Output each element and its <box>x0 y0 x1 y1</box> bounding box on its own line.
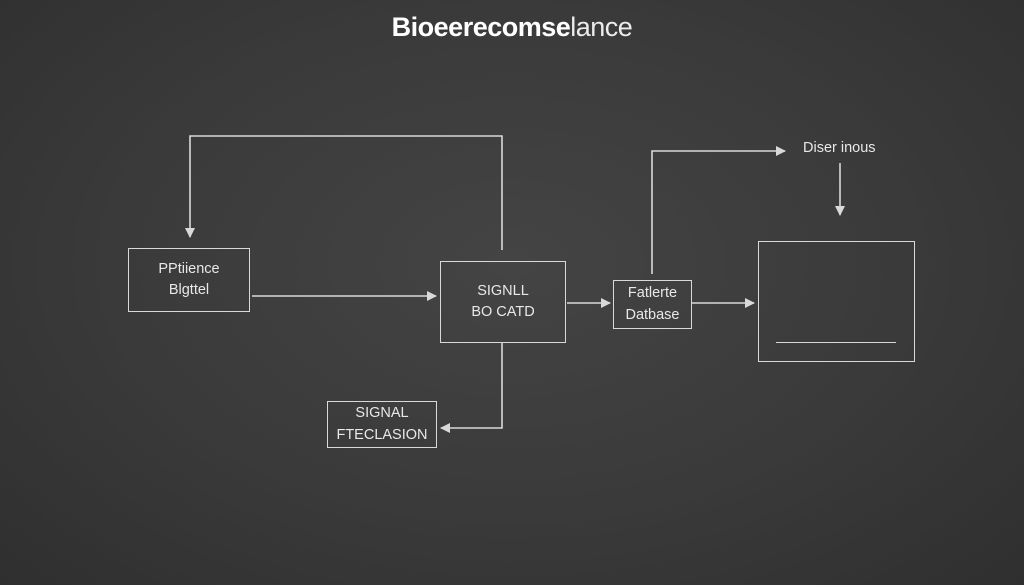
output-display-node <box>758 241 915 362</box>
left-node-line2: Blgttel <box>168 282 210 298</box>
center-node-line1: SIGNLL <box>477 282 529 299</box>
database-node-line1: Fatlerte <box>627 285 678 302</box>
diagram-title: Bioeerecomselance <box>0 12 1024 43</box>
database-node-line2: Datbase <box>625 306 680 323</box>
output-label: Diser inous <box>803 140 876 156</box>
center-node: SIGNLL BO CATD <box>440 261 566 343</box>
title-bold-part: Bioeerecomse <box>391 12 571 42</box>
top-right-loop-arrow <box>651 146 786 274</box>
bottom-node-line2: FTECLASION <box>336 426 428 443</box>
database-node: Fatlerte Datbase <box>613 280 692 329</box>
title-light-part: lance <box>570 12 633 42</box>
left-node-line1: PPtiience <box>158 260 220 277</box>
left-node: PPtiience Blgttel <box>128 248 250 312</box>
bottom-node-line1: SIGNAL <box>355 405 409 422</box>
output-display-underline <box>776 342 896 343</box>
center-node-line2: BO CATD <box>471 304 535 320</box>
feedback-loop-arrow <box>185 135 503 250</box>
center-to-bottom-arrow <box>440 343 503 433</box>
bottom-node: SIGNAL FTECLASION <box>327 401 437 448</box>
